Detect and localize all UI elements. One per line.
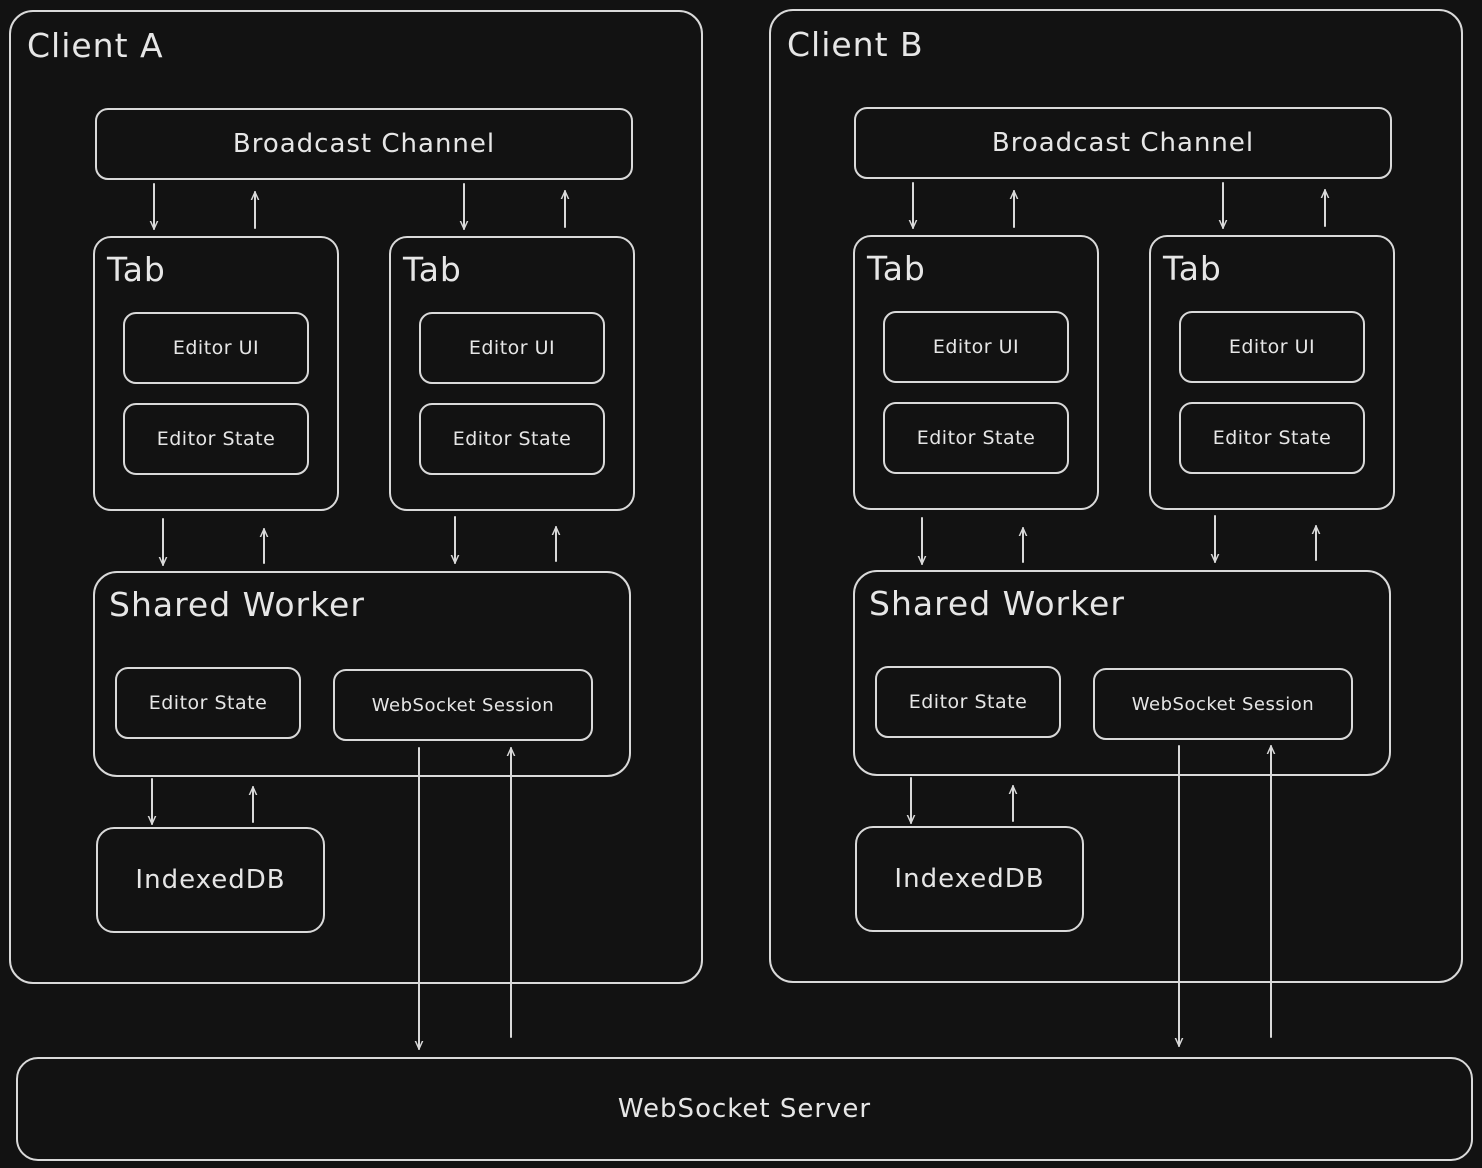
client-a-tab-2-title: Tab — [403, 250, 462, 289]
client-a-tab-1: Tab Editor UI Editor State — [93, 236, 339, 511]
client-a-tab-1-editor-state: Editor State — [123, 403, 309, 475]
client-b-tab-1: Tab Editor UI Editor State — [853, 235, 1099, 510]
client-a-tab-2: Tab Editor UI Editor State — [389, 236, 635, 511]
client-b-broadcast-channel: Broadcast Channel — [854, 107, 1392, 179]
client-b-tab-2-editor-ui: Editor UI — [1179, 311, 1365, 383]
client-b-worker-editor-state: Editor State — [875, 666, 1061, 738]
client-a-title: Client A — [27, 26, 164, 65]
client-a-websocket-session: WebSocket Session — [333, 669, 593, 741]
client-a-tab-2-editor-ui: Editor UI — [419, 312, 605, 384]
client-b-websocket-session: WebSocket Session — [1093, 668, 1353, 740]
client-b-tab-1-editor-ui: Editor UI — [883, 311, 1069, 383]
client-b-container: Client B — [769, 9, 1463, 983]
client-b-shared-worker-title: Shared Worker — [869, 584, 1125, 623]
client-b-tab-1-title: Tab — [867, 249, 926, 288]
client-b-tab-2-editor-state: Editor State — [1179, 402, 1365, 474]
client-a-indexeddb: IndexedDB — [96, 827, 325, 933]
client-a-container: Client A — [9, 10, 703, 984]
client-b-shared-worker: Shared Worker Editor State WebSocket Ses… — [853, 570, 1391, 776]
client-b-tab-2-title: Tab — [1163, 249, 1222, 288]
client-a-shared-worker: Shared Worker Editor State WebSocket Ses… — [93, 571, 631, 777]
client-a-broadcast-channel: Broadcast Channel — [95, 108, 633, 180]
client-b-tab-1-editor-state: Editor State — [883, 402, 1069, 474]
client-a-tab-1-editor-ui: Editor UI — [123, 312, 309, 384]
client-a-tab-2-editor-state: Editor State — [419, 403, 605, 475]
client-a-shared-worker-title: Shared Worker — [109, 585, 365, 624]
client-a-worker-editor-state: Editor State — [115, 667, 301, 739]
client-a-tab-1-title: Tab — [107, 250, 166, 289]
client-b-indexeddb: IndexedDB — [855, 826, 1084, 932]
websocket-server: WebSocket Server — [16, 1057, 1473, 1161]
client-b-tab-2: Tab Editor UI Editor State — [1149, 235, 1395, 510]
client-b-title: Client B — [787, 25, 924, 64]
